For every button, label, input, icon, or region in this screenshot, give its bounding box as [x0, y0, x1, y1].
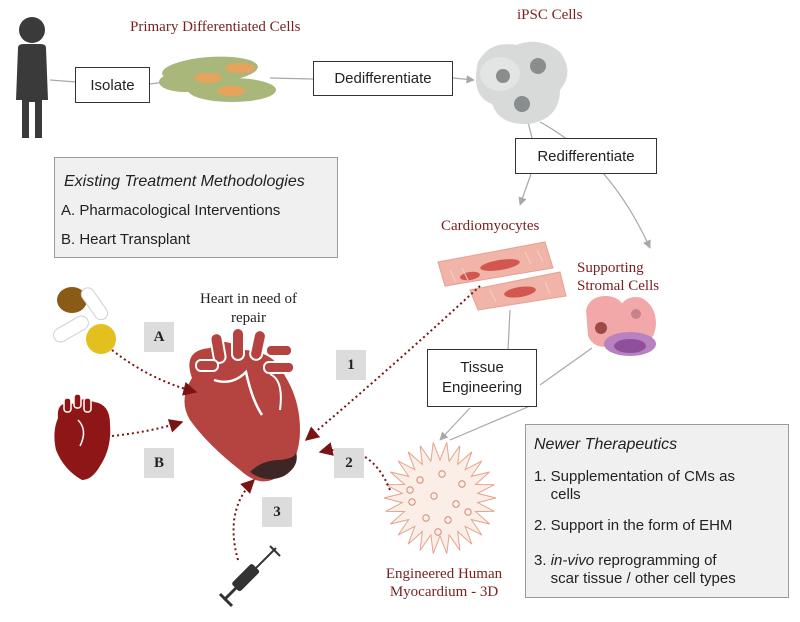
- ehm-pore: [408, 498, 416, 506]
- step-a-marker: A: [144, 322, 174, 352]
- ehm-pore: [458, 480, 466, 488]
- cardiomyocytes-icon: [437, 241, 567, 311]
- ehm-pore: [430, 492, 438, 500]
- ehm-pore: [444, 516, 452, 524]
- heart-icon: [184, 327, 300, 482]
- syringe-icon: [218, 545, 281, 608]
- tissue-engineering-box: Tissue Engineering: [427, 349, 537, 407]
- step-b-marker: B: [144, 448, 174, 478]
- heart-repair-label: Heart in need of repair: [199, 291, 298, 326]
- newer-therapeutics-title: Newer Therapeutics: [534, 436, 678, 453]
- newer-item-2: 2. Support in the form of EHM: [534, 517, 733, 534]
- existing-item-b: B. Heart Transplant: [61, 231, 191, 248]
- redifferentiate-box: Redifferentiate: [515, 138, 657, 174]
- newer-item-1: 1. Supplementation of CMs as cells: [534, 468, 735, 503]
- top-flow-lines: [49, 75, 651, 441]
- cardiomyocytes-label: Cardiomyocytes: [441, 218, 540, 234]
- ehm-pore: [406, 486, 414, 494]
- ehm-pore: [438, 470, 446, 478]
- ehm-pore: [422, 514, 430, 522]
- treatment-arrows: [111, 285, 481, 561]
- stromal-cells-label: Supporting Stromal Cells: [577, 260, 660, 294]
- newer-item-3-italic: in-vivo: [550, 552, 595, 569]
- ipsc-cells-label: iPSC Cells: [517, 7, 583, 23]
- ehm-pore: [416, 476, 424, 484]
- ehm-pore: [464, 508, 472, 516]
- primary-cells-label: Primary Differentiated Cells: [130, 19, 301, 35]
- ehm-sphere: [383, 442, 497, 554]
- existing-item-a: A. Pharmacological Interventions: [61, 202, 281, 219]
- ehm-label: Engineered Human Myocardium - 3D: [385, 566, 503, 600]
- newer-therapeutics-panel: Newer Therapeutics 1. Supplementation of…: [525, 424, 789, 598]
- step-1-marker: 1: [336, 350, 366, 380]
- newer-item-3-rest: reprogramming of scar tissue / other cel…: [550, 552, 736, 587]
- stromal-cells-icon: [586, 295, 656, 356]
- donor-heart-icon: [54, 393, 111, 480]
- ehm-icon: [383, 442, 497, 554]
- existing-treatment-title: Existing Treatment Methodologies: [64, 173, 305, 190]
- pills-icon: [53, 287, 116, 354]
- dedifferentiate-box: Dedifferentiate: [313, 61, 453, 96]
- primary-cells-icon: [159, 56, 276, 102]
- newer-item-3-prefix: 3.: [534, 552, 551, 569]
- existing-treatment-panel: Existing Treatment Methodologies A. Phar…: [54, 157, 338, 258]
- ehm-pore: [434, 528, 442, 536]
- isolate-box: Isolate: [75, 67, 150, 103]
- step-2-marker: 2: [334, 448, 364, 478]
- newer-item-3: 3. in-vivo reprogramming of scar tissue …: [534, 552, 736, 588]
- ipsc-cells-icon: [475, 41, 568, 125]
- ehm-pore: [452, 500, 460, 508]
- step-3-marker: 3: [262, 497, 292, 527]
- person-icon: [16, 17, 48, 138]
